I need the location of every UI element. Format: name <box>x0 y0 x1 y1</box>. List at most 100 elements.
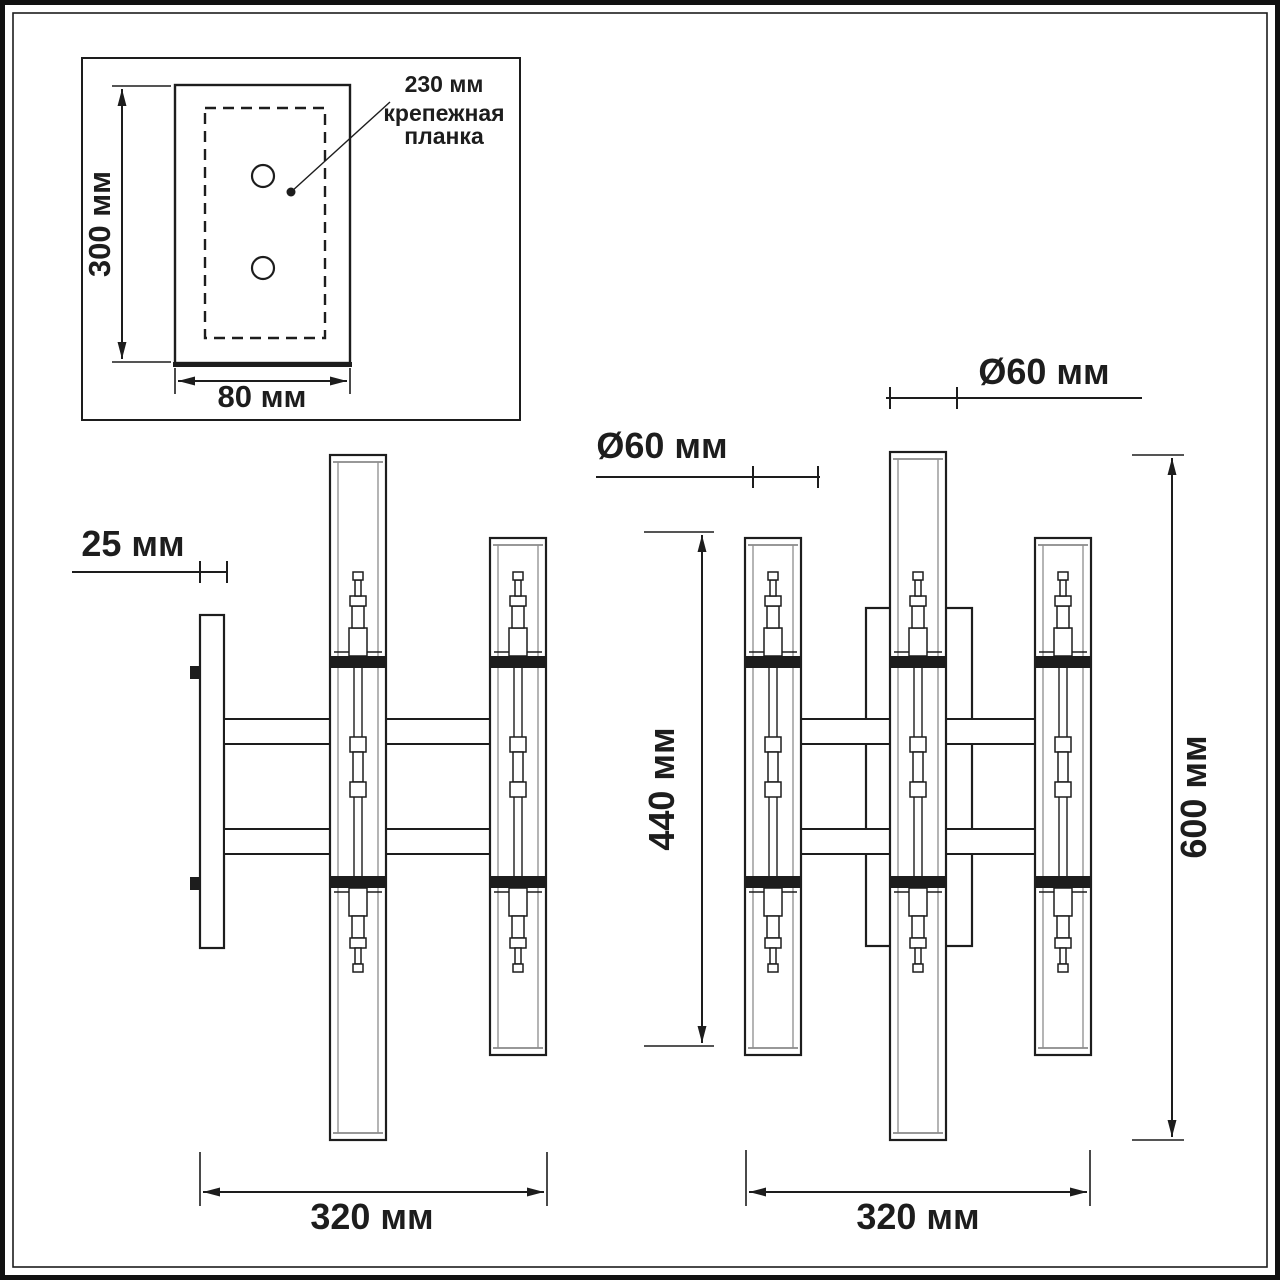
connector-arm <box>385 718 491 745</box>
lamp-socket-part <box>908 887 928 917</box>
lamp-socket-part <box>912 963 924 973</box>
socket-ring <box>1036 876 1090 888</box>
dim-width-side-label: 320 мм <box>310 1196 433 1237</box>
glass-tube-column <box>328 453 388 1142</box>
socket-ring <box>746 876 800 888</box>
lamp-socket-part <box>514 579 522 597</box>
lamp-socket-part <box>352 571 364 581</box>
lamp-socket-part <box>766 915 780 939</box>
lamp-socket-part <box>511 915 525 939</box>
dim-width-front-label: 320 мм <box>856 1196 979 1237</box>
glass-tube-column <box>743 536 803 1057</box>
lamp-socket-part <box>512 571 524 581</box>
lamp-socket-part <box>908 627 928 657</box>
lamp-socket-part <box>764 937 782 949</box>
lamp-socket-part <box>764 595 782 607</box>
lamp-socket-part <box>508 627 528 657</box>
socket-ring <box>891 656 945 668</box>
lamp-socket-part <box>769 947 777 965</box>
lamp-socket-part <box>763 887 783 917</box>
rod-coupler <box>764 736 782 753</box>
dim-lamp-height-440: 440 мм <box>641 531 714 1047</box>
connector-arm <box>945 718 1036 745</box>
rod-coupler <box>352 751 364 783</box>
rod-coupler <box>349 736 367 753</box>
lamp-socket-part <box>909 937 927 949</box>
rod-coupler <box>764 781 782 798</box>
lamp-socket-part <box>911 915 925 939</box>
dim-plate-height: 300 мм <box>82 85 171 363</box>
connector-arm <box>800 718 891 745</box>
rod-coupler <box>509 781 527 798</box>
callout-dim-label: 230 мм <box>405 71 484 97</box>
mounting-plate <box>173 83 352 365</box>
lamp-socket-part <box>1057 571 1069 581</box>
rod-coupler <box>509 736 527 753</box>
mounting-screw <box>190 877 200 890</box>
lamp-socket-part <box>512 963 524 973</box>
lamp-socket-part <box>912 571 924 581</box>
lamp-socket-part <box>1059 579 1067 597</box>
socket-ring <box>491 876 545 888</box>
dim-width-side-320: 320 мм <box>199 1152 548 1237</box>
lamp-socket-part <box>1056 915 1070 939</box>
lamp-socket-part <box>508 887 528 917</box>
dim-width-front-320: 320 мм <box>745 1150 1091 1237</box>
lamp-socket-part <box>763 627 783 657</box>
lamp-socket-part <box>1053 887 1073 917</box>
lamp-socket-part <box>1056 605 1070 629</box>
lamp-socket-part <box>351 915 365 939</box>
callout-leader-line <box>290 101 391 193</box>
lamp-socket-part <box>766 605 780 629</box>
lamp-socket-part <box>348 627 368 657</box>
lamp-socket-part <box>348 887 368 917</box>
connector-arm <box>223 718 331 745</box>
glass-tube-column <box>488 536 548 1057</box>
lamp-socket-part <box>769 579 777 597</box>
dim-plate-width-label: 80 мм <box>218 379 307 414</box>
side-view-dimensions: 25 мм Ø60 мм 440 мм 320 мм <box>72 425 820 1237</box>
socket-ring <box>491 656 545 668</box>
lamp-socket-part <box>1054 937 1072 949</box>
socket-ring <box>331 656 385 668</box>
lamp-socket-part <box>352 963 364 973</box>
lamp-socket-part <box>767 571 779 581</box>
lamp-socket-part <box>767 963 779 973</box>
rod-coupler <box>909 736 927 753</box>
mounting-screw <box>190 666 200 679</box>
lamp-socket-part <box>914 579 922 597</box>
lamp-socket-part <box>1059 947 1067 965</box>
lamp-structures <box>190 450 1093 1142</box>
dim-total-height-label: 600 мм <box>1173 735 1214 858</box>
dim-plate-width: 80 мм <box>174 368 351 414</box>
lamp-socket-part <box>1054 595 1072 607</box>
lamp-socket-part <box>354 579 362 597</box>
dim-lamp-height-label: 440 мм <box>641 727 682 850</box>
dim-wall-depth-label: 25 мм <box>81 523 184 564</box>
socket-ring <box>331 876 385 888</box>
rod-coupler <box>512 751 524 783</box>
lamp-socket-part <box>354 947 362 965</box>
mounting-plate-detail-inset: 230 мм крепежная планка 300 мм 80 мм <box>81 57 521 421</box>
dim-total-height-600: 600 мм <box>1132 454 1214 1141</box>
lamp-socket-part <box>349 595 367 607</box>
connector-arm <box>385 828 491 855</box>
front-view-dimensions: Ø60 мм 600 мм 320 мм <box>745 351 1214 1237</box>
lamp-socket-part <box>349 937 367 949</box>
lamp-socket-part <box>351 605 365 629</box>
connector-arm <box>223 828 331 855</box>
callout-label-line2: планка <box>404 123 484 149</box>
mounting-hole-bottom <box>250 255 276 281</box>
glass-tube-column <box>1033 536 1093 1057</box>
lamp-socket-part <box>1057 963 1069 973</box>
lamp-socket-part <box>511 605 525 629</box>
lamp-socket-part <box>509 595 527 607</box>
glass-tube-column <box>888 450 948 1142</box>
wall-plate-side <box>198 613 226 950</box>
rod-coupler <box>767 751 779 783</box>
page-border-inner <box>12 12 1268 1268</box>
rod-coupler <box>912 751 924 783</box>
